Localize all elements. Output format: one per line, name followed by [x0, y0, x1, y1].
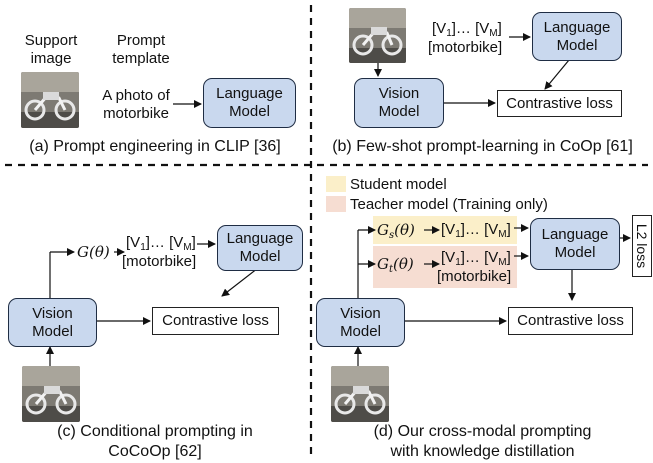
caption-a: (a) Prompt engineering in CLIP [36]: [29, 138, 281, 155]
generator-g: G(θ): [77, 243, 110, 261]
class-token: [motorbike]: [437, 268, 512, 285]
support-image-motorbike: [22, 366, 80, 422]
contrastive-loss-box: Contrastive loss: [497, 90, 622, 117]
teacher-generator: Gt(θ): [377, 255, 414, 275]
teacher-tokens: [V1]… [VM]: [441, 249, 511, 268]
support-image-motorbike: [21, 72, 79, 128]
student-legend-swatch: [326, 176, 346, 192]
student-highlight: [373, 216, 517, 244]
support-image-motorbike: [331, 366, 389, 422]
student-generator: Gs(θ): [377, 221, 415, 241]
caption-b: (b) Few-shot prompt-learning in CoOp [61…: [332, 138, 633, 155]
l2-loss-box: L2 loss: [632, 215, 652, 277]
student-tokens: [V1]… [VM]: [441, 221, 511, 240]
legend-student-label: Student model: [350, 176, 447, 193]
class-token: [motorbike]: [122, 253, 197, 270]
learnable-tokens: [V1]… [VM]: [432, 20, 502, 39]
class-token: [motorbike]: [428, 39, 503, 56]
learnable-tokens: [V1]… [VM]: [126, 234, 196, 253]
contrastive-loss-box: Contrastive loss: [152, 307, 279, 335]
support-image-motorbike: [349, 8, 406, 63]
teacher-legend-swatch: [326, 196, 346, 212]
teacher-highlight: [373, 246, 517, 288]
contrastive-loss-box: Contrastive loss: [508, 307, 633, 335]
legend-teacher-label: Teacher model (Training only): [350, 196, 548, 213]
